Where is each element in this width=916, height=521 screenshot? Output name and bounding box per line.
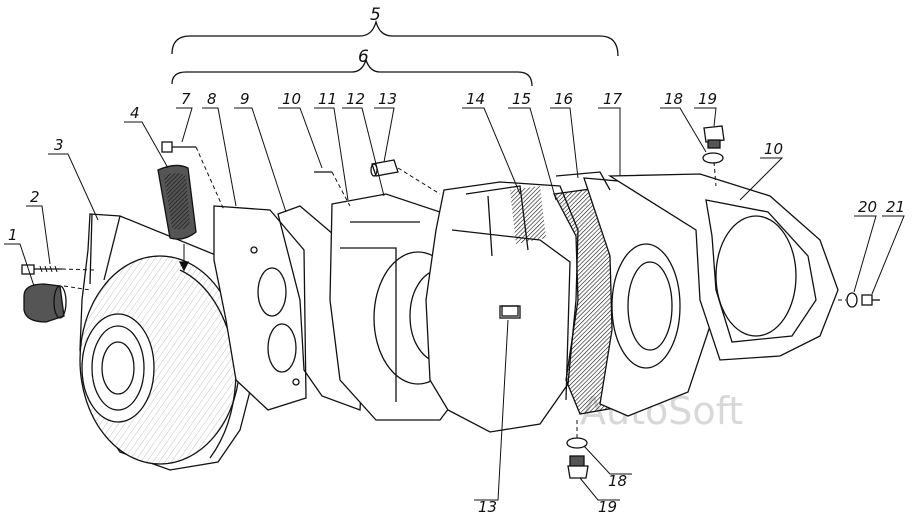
svg-text:9: 9 bbox=[240, 90, 250, 108]
callout-19-bottom: 19 bbox=[579, 477, 620, 516]
callout-7: 7 bbox=[176, 90, 193, 143]
callout-10-right: 10 bbox=[739, 140, 784, 201]
part-8-adapter-plate bbox=[213, 205, 307, 411]
svg-text:10: 10 bbox=[764, 140, 783, 158]
part-9-gasket bbox=[277, 205, 367, 411]
part-1-filter-cap bbox=[23, 283, 67, 323]
svg-text:13: 13 bbox=[478, 498, 497, 516]
svg-text:20: 20 bbox=[858, 198, 877, 216]
callout-14: 14 bbox=[462, 90, 521, 195]
svg-text:15: 15 bbox=[512, 90, 531, 108]
svg-text:21: 21 bbox=[886, 198, 905, 216]
svg-text:10: 10 bbox=[282, 90, 301, 108]
svg-text:8: 8 bbox=[207, 90, 217, 108]
callout-4: 4 bbox=[124, 104, 169, 169]
callout-8: 8 bbox=[202, 90, 237, 207]
part-3-fan-housing bbox=[79, 213, 259, 471]
callout-18-bottom: 18 bbox=[583, 445, 632, 490]
callout-11: 11 bbox=[314, 90, 349, 201]
callout-13-bottom: 13 bbox=[474, 319, 509, 516]
callout-2: 2 bbox=[26, 188, 51, 265]
svg-text:16: 16 bbox=[554, 90, 573, 108]
part-4-shoe-pad bbox=[157, 164, 197, 240]
svg-text:17: 17 bbox=[603, 90, 623, 108]
assembly-axis-lines bbox=[61, 146, 846, 438]
svg-text:1: 1 bbox=[8, 226, 18, 244]
part-7-stud bbox=[161, 141, 196, 153]
brace-assembly-5: 5 bbox=[171, 5, 619, 57]
svg-text:3: 3 bbox=[54, 136, 64, 154]
callout-16: 16 bbox=[550, 90, 579, 179]
svg-text:12: 12 bbox=[346, 90, 365, 108]
svg-text:2: 2 bbox=[30, 188, 40, 206]
group-label-5: 5 bbox=[370, 5, 381, 25]
part-20-washer bbox=[846, 292, 858, 308]
callout-17: 17 bbox=[598, 90, 623, 176]
svg-text:7: 7 bbox=[181, 90, 191, 108]
part-21-screw bbox=[861, 294, 880, 306]
part-10-rear-cover bbox=[607, 173, 839, 361]
part-17-rear-housing bbox=[555, 171, 713, 417]
callout-13-top: 13 bbox=[374, 90, 397, 163]
callout-21: 21 bbox=[871, 198, 905, 295]
callout-15: 15 bbox=[508, 90, 557, 201]
svg-text:18: 18 bbox=[664, 90, 683, 108]
brace-subassembly-6: 6 bbox=[171, 47, 533, 87]
svg-text:11: 11 bbox=[318, 90, 337, 108]
svg-text:18: 18 bbox=[608, 472, 627, 490]
svg-text:19: 19 bbox=[598, 498, 617, 516]
callout-12: 12 bbox=[342, 90, 385, 197]
group-label-6: 6 bbox=[358, 47, 369, 67]
part-19-plug-top bbox=[703, 125, 725, 149]
svg-text:4: 4 bbox=[130, 104, 140, 122]
svg-text:13: 13 bbox=[378, 90, 397, 108]
callout-18-top: 18 bbox=[660, 90, 707, 153]
callout-10-top: 10 bbox=[278, 90, 323, 169]
part-19-plug-bottom bbox=[567, 455, 589, 479]
callout-1: 1 bbox=[4, 226, 35, 287]
part-13-bushing-lower bbox=[501, 305, 519, 317]
callout-9: 9 bbox=[234, 90, 287, 213]
callout-19-top: 19 bbox=[694, 90, 717, 127]
svg-text:14: 14 bbox=[466, 90, 485, 108]
part-13-bushing bbox=[370, 159, 399, 177]
callout-20: 20 bbox=[853, 198, 877, 293]
part-18-washer-top bbox=[702, 152, 724, 164]
callout-3: 3 bbox=[48, 136, 99, 221]
svg-text:19: 19 bbox=[698, 90, 717, 108]
